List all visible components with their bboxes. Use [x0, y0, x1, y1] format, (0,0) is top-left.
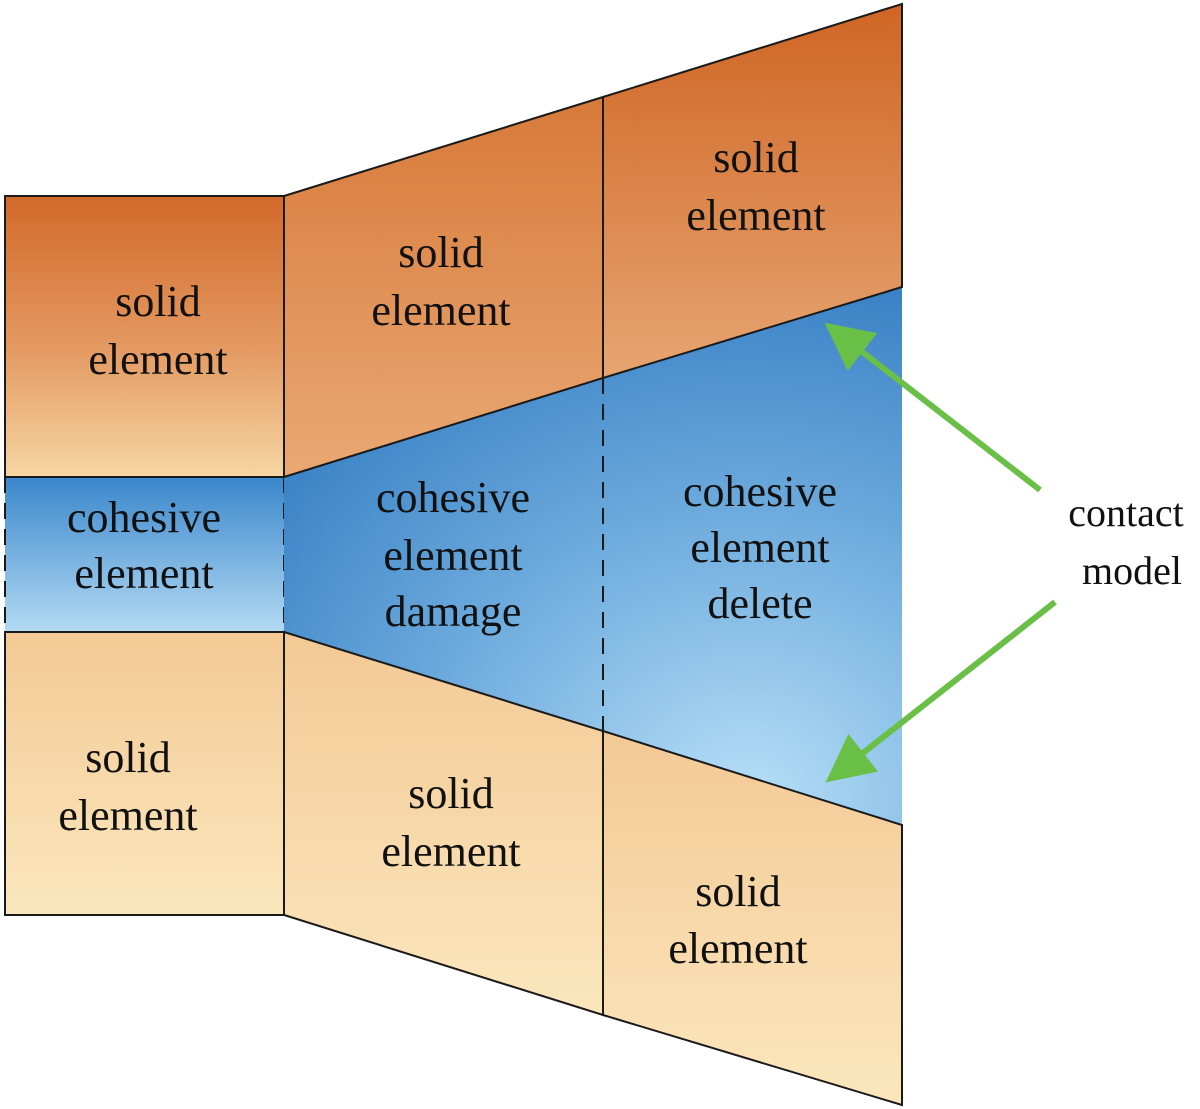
contact-model-label-line2: model — [1082, 548, 1182, 593]
label-right-bottom-line1: solid — [695, 867, 781, 916]
label-center-top-line2: element — [371, 286, 510, 335]
label-left-bottom-line1: solid — [85, 733, 171, 782]
label-center-mid-line3: damage — [385, 587, 522, 636]
label-right-mid-line2: element — [690, 523, 829, 572]
contact-model-arrow-up — [824, 322, 1042, 493]
label-left-mid-line1: cohesive — [67, 493, 221, 542]
label-center-bottom-line2: element — [381, 827, 520, 876]
label-right-top-line1: solid — [713, 133, 799, 182]
contact-model-arrow-down — [825, 599, 1057, 783]
label-center-top-line1: solid — [398, 228, 484, 277]
label-center-mid-line2: element — [383, 531, 522, 580]
label-left-bottom-line2: element — [58, 791, 197, 840]
solid-element-right-bottom — [602, 729, 903, 1107]
label-right-bottom-line2: element — [668, 924, 807, 973]
label-right-top-line2: element — [686, 191, 825, 240]
label-center-bottom-line1: solid — [408, 769, 494, 818]
label-left-top-line2: element — [88, 335, 227, 384]
label-left-mid-line2: element — [74, 549, 213, 598]
cohesive-element-wedge — [284, 287, 902, 825]
label-right-mid-line3: delete — [707, 579, 812, 628]
contact-model-label-line1: contact — [1068, 490, 1184, 535]
label-right-mid-line1: cohesive — [683, 467, 837, 516]
solid-element-right-top — [602, 2, 903, 380]
cohesive-element-left — [5, 477, 284, 632]
label-left-top-line1: solid — [115, 277, 201, 326]
label-center-mid-line1: cohesive — [376, 473, 530, 522]
